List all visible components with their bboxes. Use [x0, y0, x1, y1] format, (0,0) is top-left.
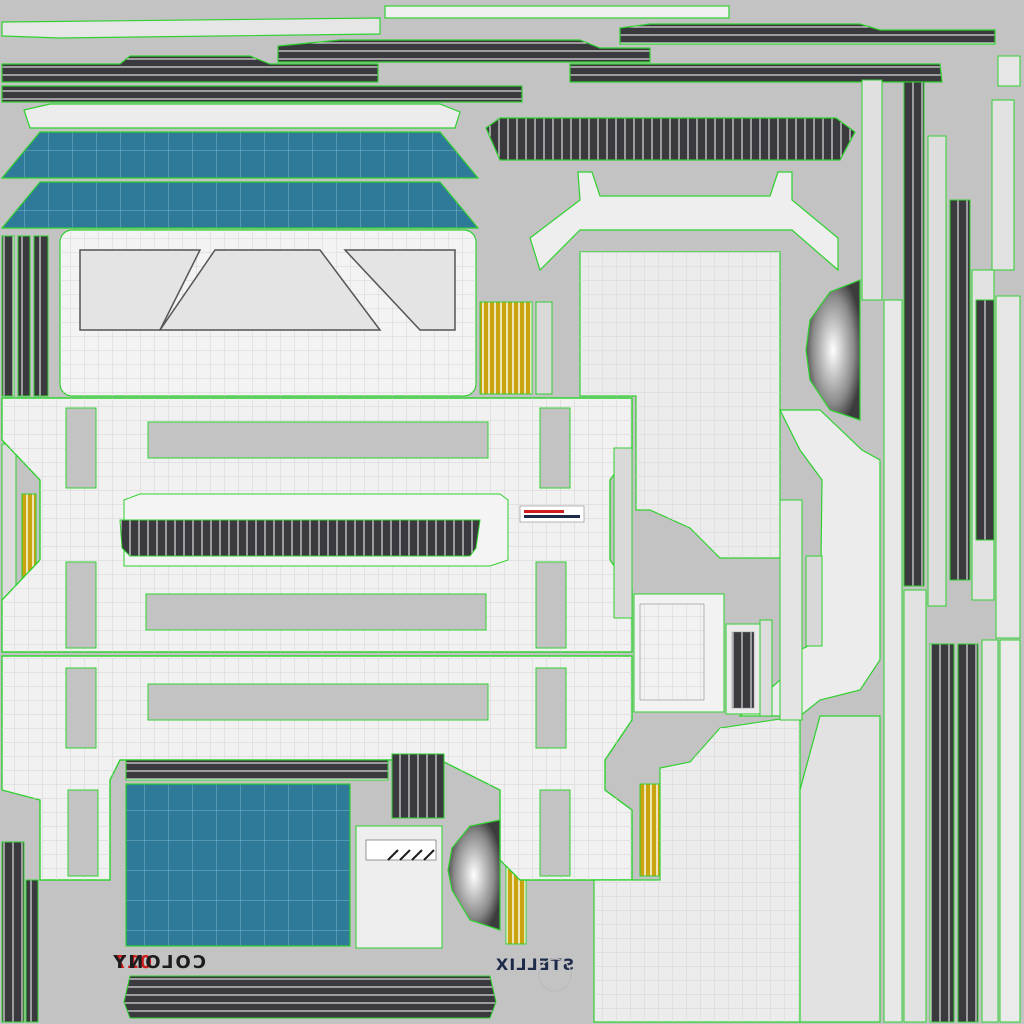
inner-dark-slots [119, 493, 509, 1019]
lower-right-panels [593, 499, 881, 1023]
cup-shapes [447, 279, 861, 931]
small-boxes [355, 593, 773, 949]
top-strips [1, 5, 996, 129]
colony-name-text: COLONY [111, 952, 206, 973]
brand-decal: STELLIX [495, 955, 574, 974]
colony-decal: 017 COLONY [111, 952, 206, 973]
window-frame-panel [59, 229, 477, 397]
dark-bar-top-right [485, 117, 856, 161]
blue-panels [0, 131, 480, 947]
central-tall-panel [579, 251, 781, 619]
hull-label [519, 505, 585, 523]
brand-emblem-icon [538, 958, 572, 992]
brand-text: STELLIX [495, 955, 574, 974]
left-edge-strips [1, 235, 49, 1023]
y-connector [529, 171, 839, 272]
right-vertical-strips [861, 55, 1021, 1023]
colony-number-text: 017 [114, 952, 152, 973]
yellow-strips [479, 301, 661, 945]
